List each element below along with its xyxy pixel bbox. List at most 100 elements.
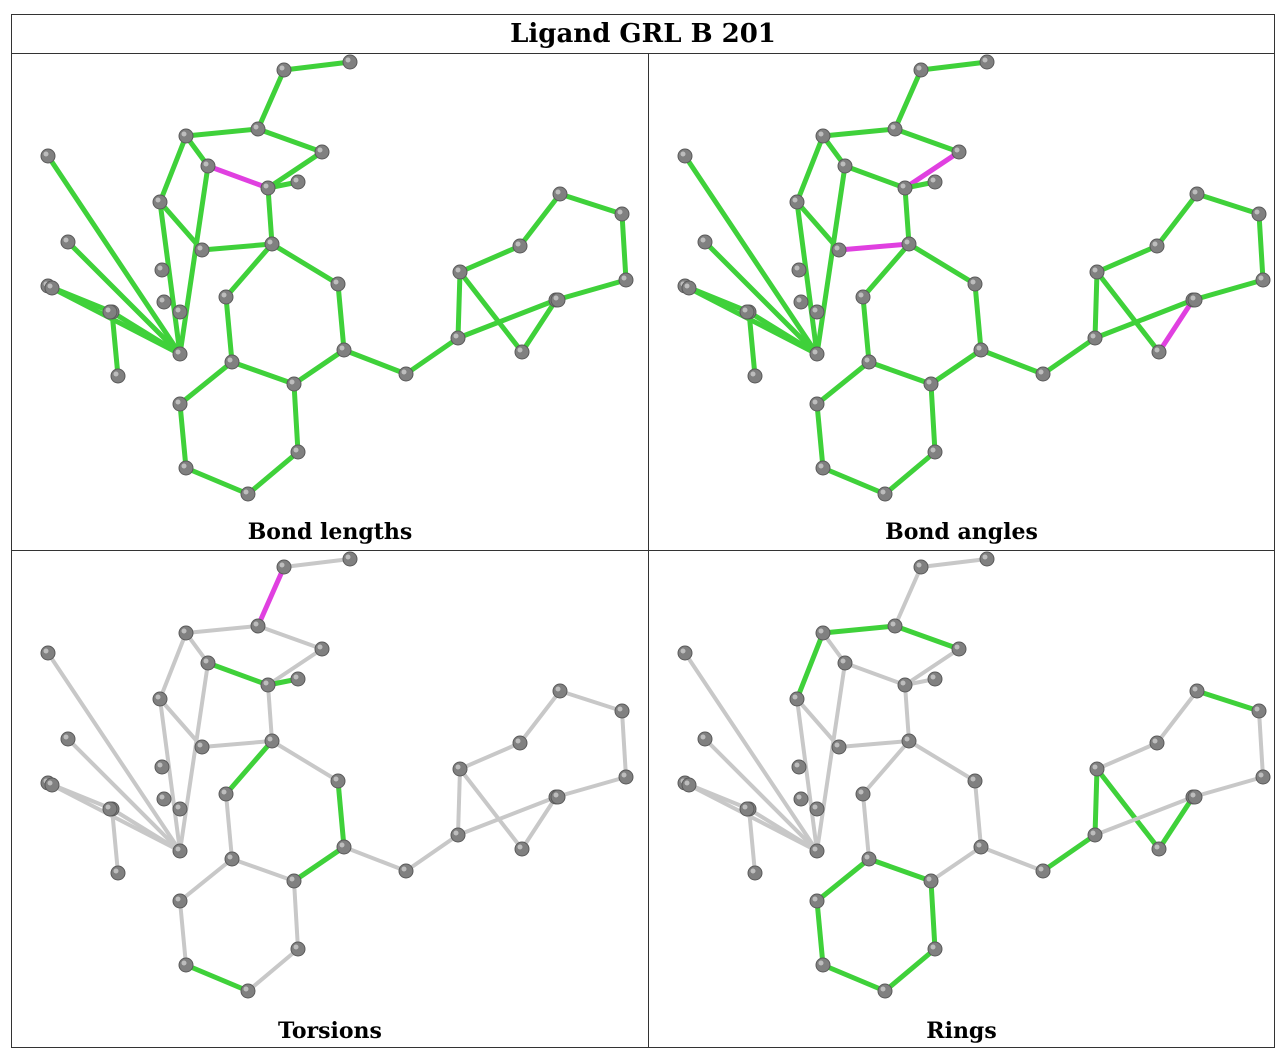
atom — [240, 486, 256, 502]
atom-highlight — [1254, 209, 1260, 215]
bond — [457, 269, 525, 355]
atom-highlight — [742, 307, 748, 313]
bond — [199, 241, 275, 253]
bond — [255, 126, 325, 155]
atom-highlight — [63, 237, 69, 243]
atom-highlight — [930, 674, 936, 680]
atom-highlight — [175, 846, 181, 852]
bond — [860, 294, 872, 365]
atom — [450, 827, 466, 843]
molecule-bond-angles — [677, 54, 1271, 502]
atom-highlight — [930, 177, 936, 183]
bond — [110, 807, 120, 875]
bond — [893, 565, 923, 628]
bond — [266, 647, 324, 687]
atom-highlight — [221, 789, 227, 795]
figure-title: Ligand GRL B 201 — [12, 15, 1274, 54]
bond — [255, 67, 287, 132]
bond — [223, 294, 235, 365]
bond — [1092, 269, 1100, 341]
atom-highlight — [105, 804, 111, 810]
bond — [178, 899, 188, 967]
atom-highlight — [834, 742, 840, 748]
bond — [229, 359, 297, 387]
atom-highlight — [279, 562, 285, 568]
atom-highlight — [401, 866, 407, 872]
atom-highlight — [203, 161, 209, 167]
atom-highlight — [253, 621, 259, 627]
atom-highlight — [796, 794, 802, 800]
atom — [330, 773, 346, 789]
bond — [178, 857, 234, 903]
atom-highlight — [900, 183, 906, 189]
bond — [747, 807, 757, 875]
bond — [1194, 191, 1262, 217]
atom-highlight — [858, 789, 864, 795]
bond — [455, 269, 463, 341]
atom — [697, 234, 713, 250]
atom — [614, 206, 630, 222]
atom — [681, 777, 697, 793]
atom — [290, 174, 306, 190]
atom — [913, 559, 929, 575]
atom — [923, 873, 939, 889]
bond — [269, 241, 341, 287]
atom-highlight — [1038, 369, 1044, 375]
atom-highlight — [159, 297, 165, 303]
atom-highlight — [453, 830, 459, 836]
bond — [230, 857, 296, 883]
atom-highlight — [1152, 738, 1158, 744]
bond — [335, 778, 347, 850]
atom — [154, 262, 170, 278]
bond — [902, 149, 962, 191]
atom — [815, 460, 831, 476]
atom-highlight — [553, 295, 559, 301]
atom-highlight — [1154, 844, 1160, 850]
caption-rings: Rings — [926, 1018, 997, 1044]
atom-highlight — [555, 189, 561, 195]
bond — [1040, 335, 1098, 377]
atom-highlight — [700, 237, 706, 243]
atom — [218, 786, 234, 802]
atom-highlight — [243, 986, 249, 992]
atom — [1089, 761, 1105, 777]
atom — [923, 376, 939, 392]
bond — [291, 844, 347, 884]
bond — [266, 683, 274, 743]
atom — [452, 761, 468, 777]
bond — [928, 878, 938, 952]
atom-highlight — [289, 379, 295, 385]
atom-highlight — [818, 131, 824, 137]
atom — [809, 801, 825, 817]
atom-highlight — [700, 734, 706, 740]
bond — [291, 381, 301, 455]
atom — [887, 121, 903, 137]
atom-highlight — [617, 209, 623, 215]
panel-bond-lengths: Bond lengths — [12, 54, 648, 550]
atom-highlight — [1258, 275, 1264, 281]
atom — [154, 759, 170, 775]
atom — [218, 289, 234, 305]
bond — [341, 347, 409, 377]
atom — [250, 618, 266, 634]
atom — [809, 304, 825, 320]
atom-highlight — [818, 463, 824, 469]
atom-highlight — [900, 680, 906, 686]
atom-highlight — [227, 357, 233, 363]
atom-highlight — [181, 628, 187, 634]
bond — [158, 697, 182, 853]
bond — [866, 359, 934, 387]
bond — [814, 898, 826, 968]
atom-highlight — [1038, 866, 1044, 872]
bond — [455, 297, 559, 341]
atom-highlight — [864, 357, 870, 363]
atom — [967, 276, 983, 292]
atom — [1251, 703, 1267, 719]
bond — [404, 833, 460, 873]
atom — [172, 304, 188, 320]
bond — [110, 807, 182, 853]
atom — [260, 677, 276, 693]
bond — [177, 359, 235, 407]
atom — [861, 354, 877, 370]
bond — [746, 309, 758, 379]
